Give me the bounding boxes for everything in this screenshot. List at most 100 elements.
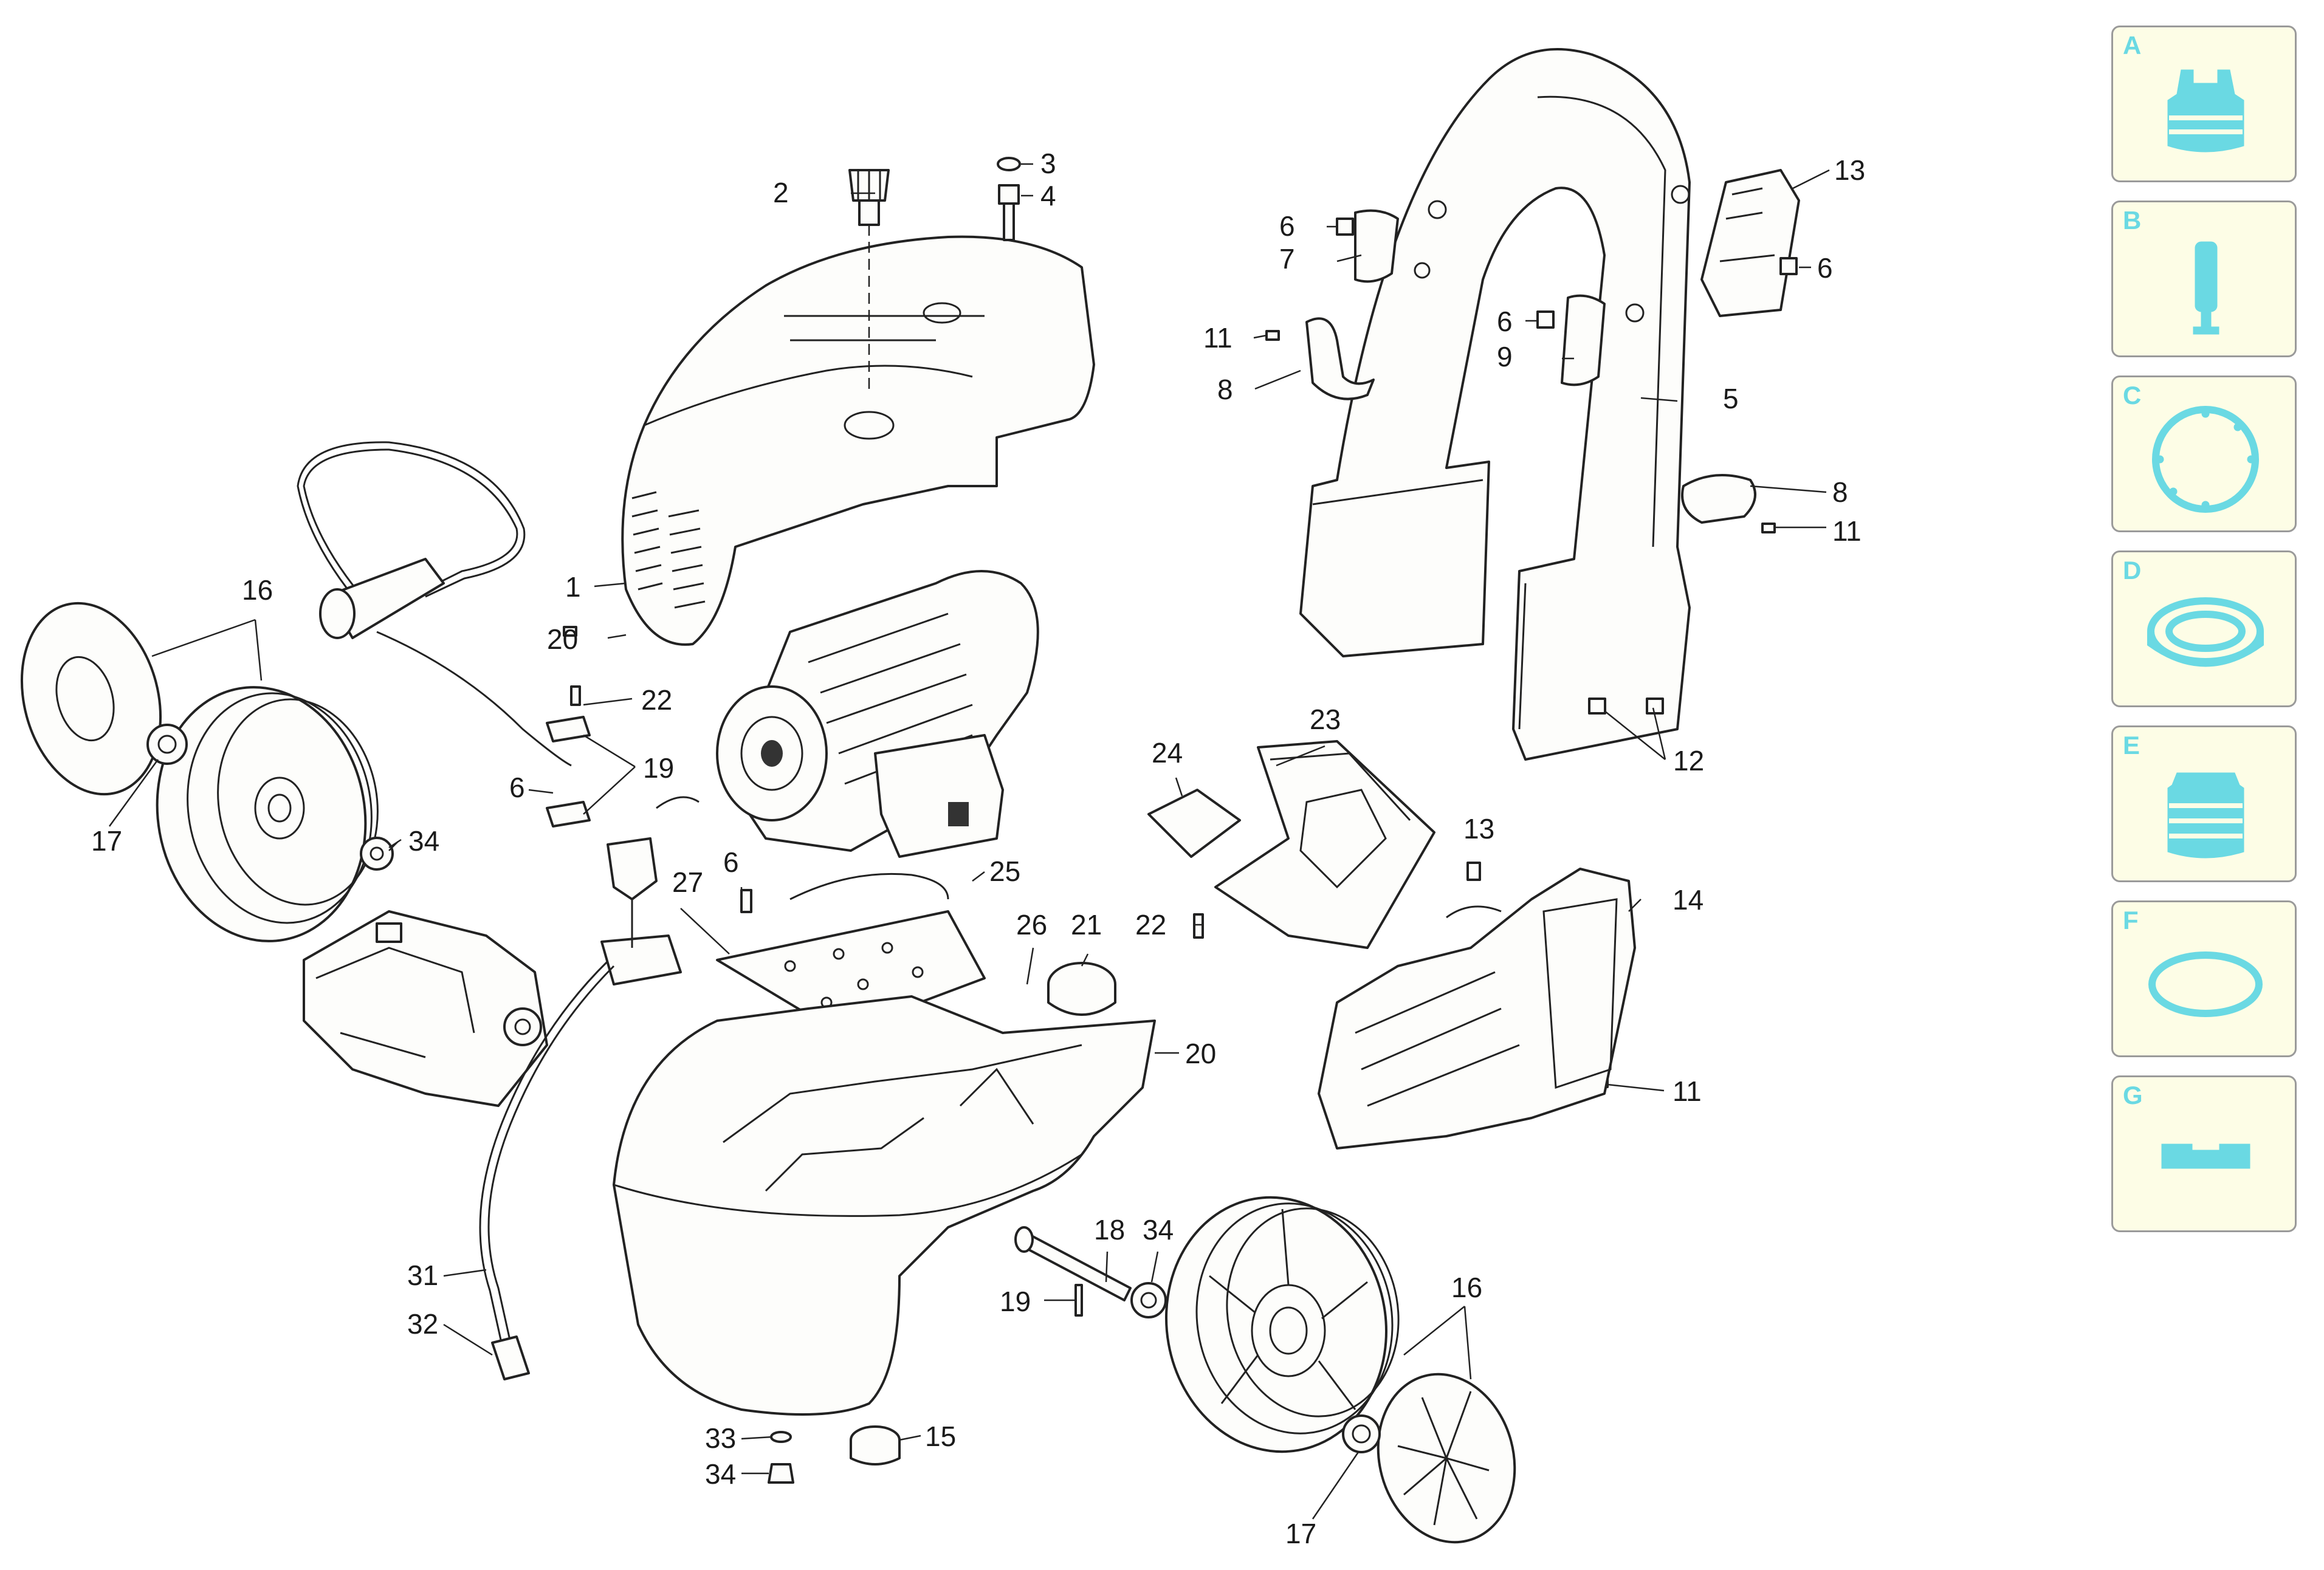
callout-31: 32 bbox=[407, 1308, 438, 1340]
nozzle-cap-icon bbox=[2167, 69, 2244, 153]
bracket-part-10 bbox=[1700, 169, 1800, 317]
callout-9: 9 bbox=[1497, 341, 1513, 372]
callout-16a: 16 bbox=[242, 574, 273, 606]
callout-28: 19 bbox=[643, 752, 674, 784]
callout-17b: 17 bbox=[1285, 1518, 1316, 1549]
legend-letter: E bbox=[2123, 731, 2140, 759]
switch-housing-part-23 bbox=[1214, 740, 1435, 949]
legend-letter: D bbox=[2123, 556, 2142, 584]
legend-tile-a[interactable]: A bbox=[2111, 26, 2297, 182]
handle-frame bbox=[1299, 48, 1691, 761]
callout-15: 15 bbox=[925, 1421, 956, 1452]
callout-12: 12 bbox=[1673, 745, 1704, 776]
legend-tile-d[interactable]: D bbox=[2111, 550, 2297, 707]
callout-17a: 17 bbox=[91, 825, 122, 857]
callout-24: 24 bbox=[1152, 737, 1183, 769]
electric-motor bbox=[716, 570, 1039, 858]
washer-part-32 bbox=[770, 1431, 792, 1443]
callout-25: 25 bbox=[989, 855, 1020, 887]
internal-hose bbox=[789, 872, 949, 900]
hook-part-8-left bbox=[1305, 317, 1375, 400]
callout-13: 13 bbox=[1463, 813, 1494, 845]
legend-letter: C bbox=[2123, 381, 2142, 410]
flat-block-icon bbox=[2161, 1143, 2250, 1169]
callout-22b: 22 bbox=[1135, 909, 1166, 941]
legend-letter: A bbox=[2123, 31, 2142, 60]
legend-letter: B bbox=[2123, 206, 2142, 235]
callout-11b: 11 bbox=[1832, 515, 1862, 547]
axle-part-18 bbox=[1014, 1226, 1132, 1301]
cylindrical-seal-icon bbox=[2167, 772, 2244, 859]
callout-7: 7 bbox=[1279, 243, 1295, 275]
callout-6e: 6 bbox=[723, 846, 739, 878]
callout-4: 4 bbox=[1040, 180, 1056, 211]
washer-part-34-left bbox=[360, 837, 394, 871]
callout-30: 31 bbox=[407, 1260, 438, 1291]
lock-ring-part-17-right bbox=[1342, 1414, 1381, 1453]
callout-labels: 2 3 4 1 20 6 7 13 6 6 9 11 8 5 8 11 12 2… bbox=[91, 148, 1865, 1549]
callout-34b: 34 bbox=[1143, 1214, 1174, 1246]
callout-11a: 11 bbox=[1203, 322, 1232, 354]
pin-part-19 bbox=[1074, 1284, 1083, 1317]
power-cord bbox=[297, 441, 572, 767]
callout-21: 21 bbox=[1071, 909, 1102, 941]
callout-6d: 6 bbox=[509, 772, 525, 803]
foot-part-15 bbox=[850, 1425, 901, 1465]
callout-8a: 8 bbox=[1217, 374, 1233, 405]
wheel-left bbox=[156, 686, 379, 942]
washer-part-34-right bbox=[1130, 1282, 1167, 1318]
knob-part-2 bbox=[848, 169, 890, 389]
callout-27: 27 bbox=[672, 866, 703, 898]
callout-2: 2 bbox=[773, 177, 789, 208]
callout-26: 26 bbox=[1016, 909, 1047, 941]
hubcap-left bbox=[20, 602, 162, 796]
cable-clamp-part-28 bbox=[546, 716, 591, 828]
callout-18: 18 bbox=[1094, 1214, 1125, 1246]
oil-cap-part-21 bbox=[1047, 962, 1116, 1016]
wheel-right bbox=[1165, 1196, 1400, 1453]
lock-ring-part-17-left bbox=[146, 724, 188, 765]
callout-6a: 6 bbox=[1279, 210, 1295, 242]
plug-icon bbox=[2193, 241, 2219, 335]
leader-lines bbox=[108, 163, 1830, 1520]
callout-32: 33 bbox=[705, 1422, 736, 1454]
legend-tile-c[interactable]: C bbox=[2111, 375, 2297, 532]
callout-20: 20 bbox=[1185, 1038, 1216, 1069]
callout-11c: 11 bbox=[1673, 1075, 1702, 1107]
callout-16b: 16 bbox=[1451, 1272, 1482, 1303]
legend-tile-f[interactable]: F bbox=[2111, 900, 2297, 1057]
flat-washer-icon bbox=[2147, 597, 2264, 667]
o-ring-icon bbox=[2148, 951, 2263, 1017]
callout-23: 23 bbox=[1310, 704, 1341, 735]
pump-assembly bbox=[303, 910, 548, 1107]
legend-tile-b[interactable]: B bbox=[2111, 201, 2297, 357]
legend-tile-g[interactable]: G bbox=[2111, 1075, 2297, 1232]
callout-19: 19 bbox=[1000, 1286, 1031, 1317]
plug-part-33 bbox=[768, 1463, 794, 1484]
screw-part-3-4 bbox=[997, 157, 1021, 241]
callout-34a: 34 bbox=[408, 825, 439, 857]
high-pressure-hose bbox=[479, 960, 615, 1380]
callout-29: 20 bbox=[547, 623, 578, 655]
callout-1: 1 bbox=[565, 571, 581, 603]
hubcap-right bbox=[1377, 1373, 1516, 1544]
ring-with-holes-icon bbox=[2152, 406, 2259, 513]
callout-6b: 6 bbox=[1817, 252, 1833, 284]
legend-letter: F bbox=[2123, 906, 2139, 934]
hook-part-8-right bbox=[1681, 474, 1756, 524]
callout-14: 14 bbox=[1673, 884, 1703, 916]
callout-33: 34 bbox=[705, 1458, 736, 1490]
base-chassis bbox=[613, 995, 1156, 1416]
bracket-part-7 bbox=[1354, 209, 1399, 283]
legend-tile-e[interactable]: E bbox=[2111, 725, 2297, 882]
side-shroud-part-14 bbox=[1318, 868, 1636, 1150]
callout-5: 5 bbox=[1723, 383, 1739, 414]
hood-cover bbox=[621, 235, 1095, 646]
panel-part-24 bbox=[1147, 789, 1241, 858]
callout-22a: 22 bbox=[641, 684, 672, 716]
callout-3: 3 bbox=[1040, 148, 1056, 179]
callout-10: 13 bbox=[1834, 154, 1865, 186]
callout-6c: 6 bbox=[1497, 306, 1513, 337]
legend-letter: G bbox=[2123, 1081, 2143, 1109]
